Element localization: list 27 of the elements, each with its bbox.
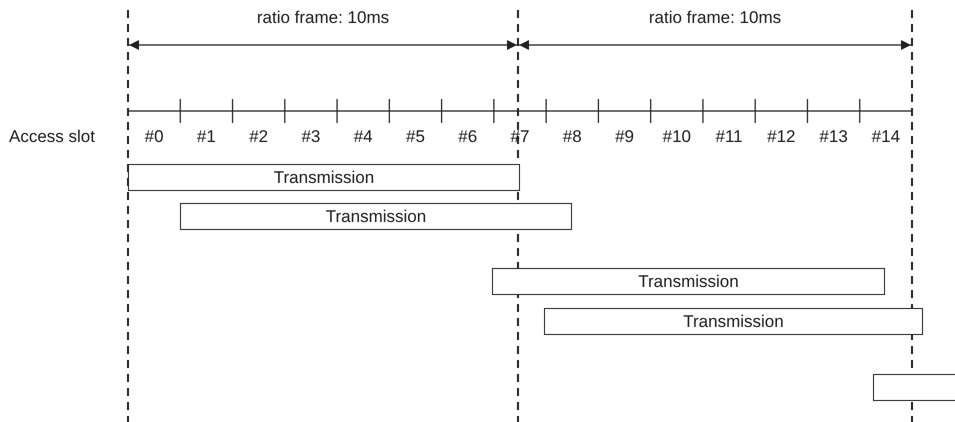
slot-number: #9 bbox=[615, 127, 634, 147]
slot-number: #0 bbox=[144, 127, 164, 147]
slot-number: #7 bbox=[510, 127, 530, 147]
axis-label: Access slot bbox=[9, 127, 95, 147]
transmission-bar bbox=[180, 203, 572, 230]
slot-number: #5 bbox=[406, 127, 425, 147]
empty-box bbox=[873, 374, 955, 401]
slot-number: #8 bbox=[562, 127, 582, 147]
slot-number: #3 bbox=[301, 127, 320, 147]
slot-number: #1 bbox=[196, 127, 216, 147]
bar-label: Transmission bbox=[638, 272, 739, 292]
slot-number: #13 bbox=[819, 127, 848, 147]
bar-label: Transmission bbox=[683, 312, 784, 332]
dimension-label: ratio frame: 10ms bbox=[256, 8, 390, 28]
bar-label: Transmission bbox=[326, 206, 426, 226]
transmission-bar bbox=[544, 308, 923, 335]
slot-number: #14 bbox=[872, 127, 900, 147]
slot-number: #2 bbox=[249, 127, 268, 147]
transmission-bar bbox=[128, 164, 520, 191]
slot-number: #6 bbox=[458, 127, 478, 147]
dimension-label: ratio frame: 10ms bbox=[648, 8, 782, 28]
slot-number: #4 bbox=[354, 127, 373, 147]
transmission-bar bbox=[492, 268, 885, 295]
slot-number: #12 bbox=[767, 127, 796, 147]
slot-number: #10 bbox=[662, 127, 691, 147]
bar-label: Transmission bbox=[274, 168, 374, 188]
slot-number: #11 bbox=[716, 127, 743, 147]
